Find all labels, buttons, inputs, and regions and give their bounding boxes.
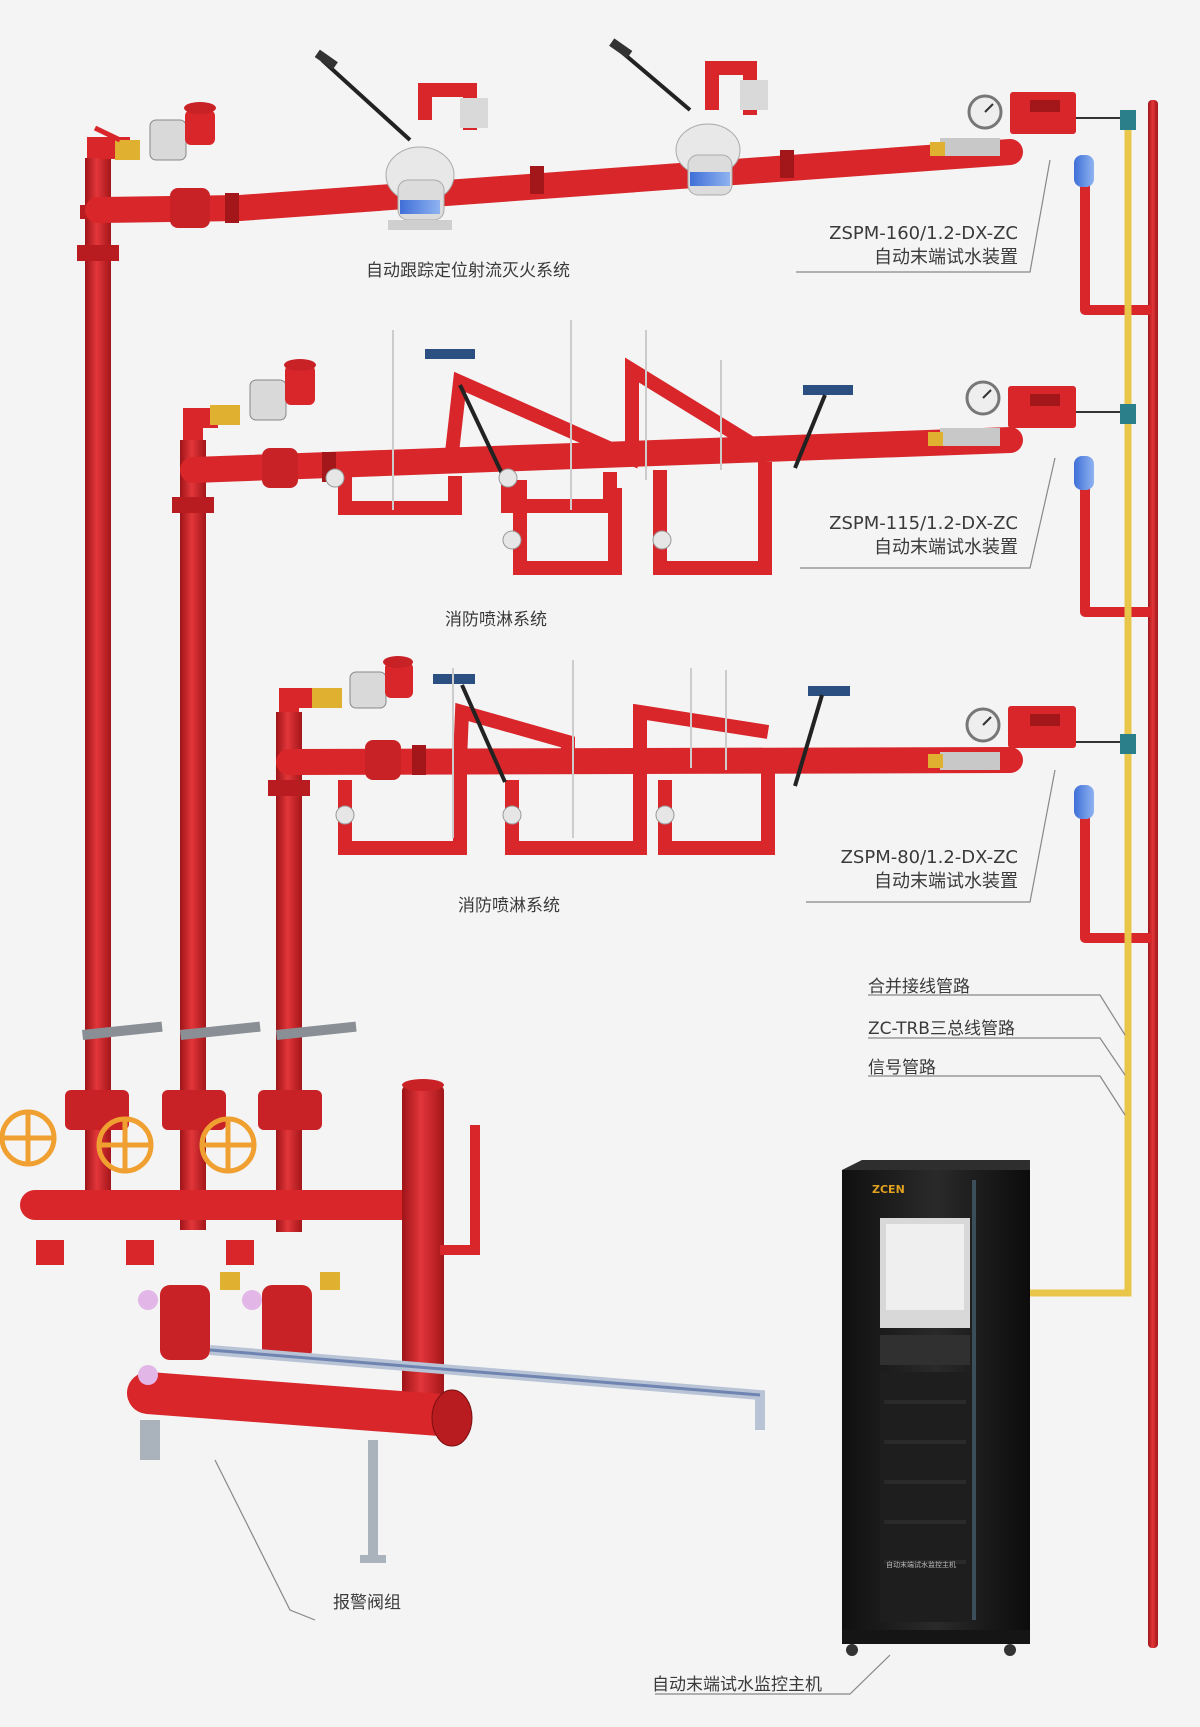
riser-3 xyxy=(268,712,310,1232)
device-top-model: ZSPM-160/1.2-DX-ZC xyxy=(829,223,1018,244)
label-valve-group: 报警阀组 xyxy=(333,1593,401,1613)
label-controller: 自动末端试水监控主机 xyxy=(652,1675,822,1695)
label-signal-line: 信号管路 xyxy=(868,1058,936,1078)
device-mid-name: 自动末端试水装置 xyxy=(874,537,1018,558)
cabinet-panel-caption: 自动末端试水监控主机 xyxy=(886,1561,956,1569)
top-main-pipe xyxy=(85,102,1023,228)
label-merge-line: 合并接线管路 xyxy=(868,977,970,997)
signal-line xyxy=(1030,110,1136,1297)
mid-main-pipe xyxy=(180,320,1023,575)
drain-riser xyxy=(1080,100,1158,1648)
jet-nozzle-2 xyxy=(609,38,768,196)
cabinet-brand: ZCEN xyxy=(872,1183,905,1196)
leader-lines xyxy=(214,159,1126,1695)
label-sprinkler-system-low: 消防喷淋系统 xyxy=(458,896,560,916)
jet-nozzle-1 xyxy=(314,49,488,230)
controller-cabinet xyxy=(842,1160,1030,1656)
end-test-device-low xyxy=(965,706,1094,819)
low-main-pipe xyxy=(276,656,1023,855)
label-sprinkler-system-mid: 消防喷淋系统 xyxy=(445,610,547,630)
end-test-device-top xyxy=(967,92,1094,187)
device-top-name: 自动末端试水装置 xyxy=(874,247,1018,268)
alarm-valve-group xyxy=(0,1021,765,1563)
device-low-model: ZSPM-80/1.2-DX-ZC xyxy=(840,847,1018,868)
device-mid-model: ZSPM-115/1.2-DX-ZC xyxy=(829,513,1018,534)
device-top-label: ZSPM-160/1.2-DX-ZC 自动末端试水装置 xyxy=(829,222,1018,270)
device-low-name: 自动末端试水装置 xyxy=(874,871,1018,892)
riser-1 xyxy=(77,158,119,1218)
device-mid-label: ZSPM-115/1.2-DX-ZC 自动末端试水装置 xyxy=(829,512,1018,560)
label-trb-line: ZC-TRB三总线管路 xyxy=(868,1019,1015,1039)
end-test-device-mid xyxy=(965,380,1094,490)
device-low-label: ZSPM-80/1.2-DX-ZC 自动末端试水装置 xyxy=(841,846,1018,894)
label-jet-fire-system: 自动跟踪定位射流灭火系统 xyxy=(366,261,570,281)
